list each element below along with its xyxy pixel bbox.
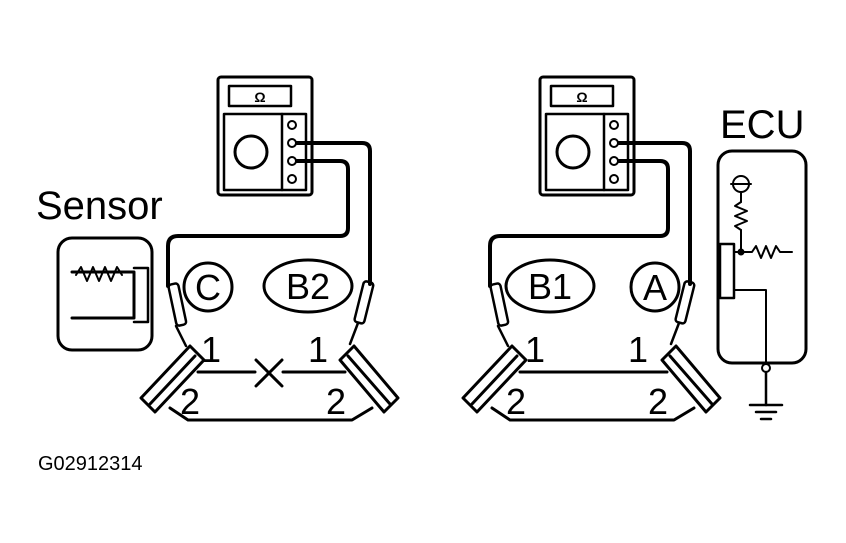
- left-ohmmeter: [216, 75, 314, 197]
- right-pin-2-b1: 2: [506, 381, 526, 422]
- sensor-label: Sensor: [36, 184, 163, 228]
- left-pin-1-sensor: 1: [201, 329, 221, 370]
- right-probe-a: [669, 280, 696, 346]
- left-pin-1-ecu-side: 1: [308, 329, 328, 370]
- left-meter-symbol: Ω: [254, 89, 265, 105]
- right-lead-b1: [488, 159, 670, 288]
- left-probe-b2: [348, 280, 375, 346]
- connector-c-label: C: [195, 267, 221, 308]
- right-pin-2-a: 2: [648, 381, 668, 422]
- right-pin-1-b1: 1: [525, 329, 545, 370]
- figure-code: G02912314: [38, 453, 143, 475]
- left-pin-2-sensor: 2: [180, 381, 200, 422]
- ecu-label: ECU: [720, 103, 804, 147]
- right-pin-1-a: 1: [628, 329, 648, 370]
- left-pin-2-ecu-side: 2: [326, 381, 346, 422]
- connector-c-outline: [182, 261, 234, 313]
- left-probe-c: [167, 282, 188, 348]
- right-ohmmeter: [538, 75, 636, 197]
- ecu-circuit-icon: [718, 175, 793, 373]
- connector-b2-label: B2: [286, 266, 330, 307]
- connector-b1-outline: [504, 258, 596, 314]
- connector-b2-outline: [262, 258, 354, 314]
- right-harness: [461, 344, 722, 422]
- ground-icon: [748, 370, 784, 421]
- sensor-coil-icon: [75, 266, 123, 282]
- left-lead-b2: [295, 141, 372, 286]
- ecu-box: [716, 149, 808, 373]
- right-lead-a: [617, 141, 692, 286]
- left-lead-c: [166, 159, 350, 288]
- right-meter-symbol: Ω: [576, 89, 587, 105]
- right-probe-b1: [489, 282, 510, 348]
- left-harness: [139, 344, 400, 422]
- sensor-box: [56, 236, 154, 352]
- connector-b1-label: B1: [528, 266, 572, 307]
- break-x-icon: [254, 358, 284, 388]
- connector-a-label: A: [643, 267, 667, 308]
- connector-a-outline: [629, 261, 681, 313]
